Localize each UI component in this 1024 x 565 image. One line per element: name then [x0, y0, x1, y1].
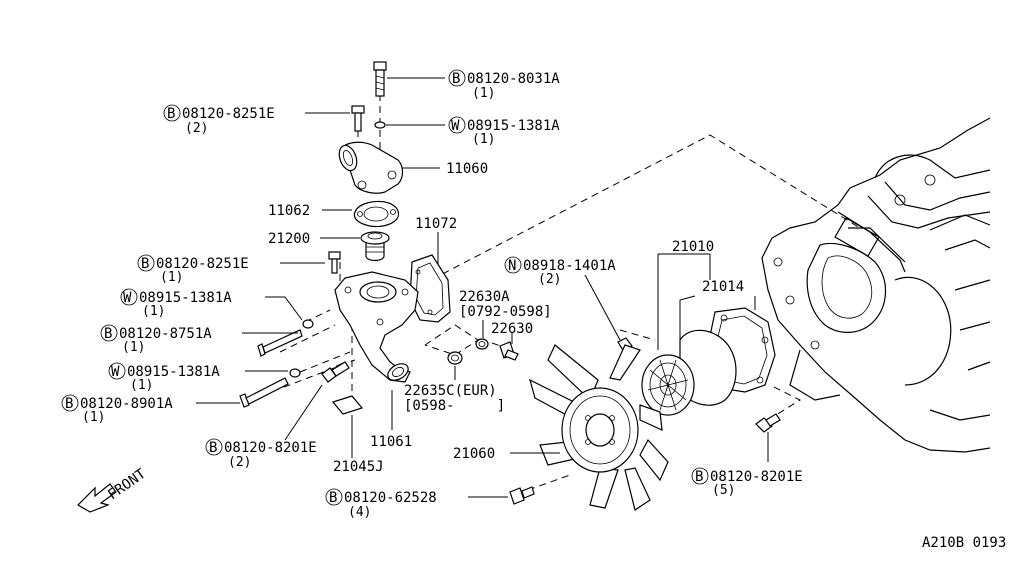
callout-c9: W 08915-1381A (1): [120, 288, 232, 319]
callout-qty: (5): [712, 483, 735, 498]
washer-top: [374, 121, 386, 129]
o-ring-22630a: [475, 338, 489, 350]
callout-part: 08915-1381A: [467, 118, 560, 134]
bolt-8751a: [257, 329, 303, 357]
callout-prefix: B: [104, 326, 112, 342]
callout-c21: 21014: [702, 279, 744, 295]
callout-prefix: B: [695, 469, 703, 485]
callout-part: 08120-62528: [344, 490, 437, 506]
callout-part: 08120-8201E: [224, 440, 317, 456]
gasket-11072: [409, 254, 451, 323]
callout-qty: (1): [472, 86, 495, 101]
callout-c11: W 08915-1381A (1): [108, 362, 220, 393]
callout-qty: (1): [130, 378, 153, 393]
gasket-11062: [353, 200, 400, 228]
callout-c10: B 08120-8751A (1): [100, 324, 212, 355]
diagram-code: A210B 0193: [922, 535, 1006, 551]
callout-c19: N 08918-1401A (2): [504, 256, 616, 287]
callout-part: 22630A: [459, 289, 510, 305]
callout-prefix: B: [329, 490, 337, 506]
callout-qty: (4): [348, 505, 371, 520]
callout-c20: 21010: [672, 239, 714, 255]
callout-part: 08915-1381A: [127, 364, 220, 380]
callout-c14: 21045J: [333, 459, 384, 475]
bolt-62528: [509, 486, 535, 505]
front-label: FRONT: [105, 466, 149, 504]
callout-c7: 21200: [268, 231, 310, 247]
callout-qty: (1): [122, 340, 145, 355]
callout-c24: B 08120-8201E (5): [691, 467, 803, 498]
callout-part: 08915-1381A: [139, 290, 232, 306]
callout-c18: 22635C(EUR) [0598- ]: [404, 383, 505, 414]
plate-21045j: [331, 395, 364, 415]
engine-block: [761, 117, 991, 453]
callout-prefix: W: [111, 364, 120, 380]
callout-prefix: B: [141, 256, 149, 272]
washer-22635c: [447, 351, 463, 365]
callout-qty: (1): [142, 304, 165, 319]
callout-qty: (1): [160, 270, 183, 285]
callout-qty: (1): [472, 132, 495, 147]
callout-part: 22635C(EUR): [404, 383, 497, 399]
callout-c16: 22630A [0792-0598]: [459, 289, 552, 320]
bolt-8251e-upper: [351, 105, 365, 132]
callout-c23: B 08120-62528 (4): [325, 488, 437, 520]
fan-21060: [529, 344, 669, 511]
callout-c13: B 08120-8201E (2): [205, 438, 317, 470]
callout-qty: [0598- ]: [404, 398, 505, 414]
callout-c6: 11072: [415, 216, 457, 232]
callout-c12: B 08120-8901A (1): [61, 394, 173, 425]
callout-qty: (1): [82, 410, 105, 425]
bolt-top: [373, 61, 387, 97]
water-pump-21010: [641, 307, 776, 416]
bolt-8251e-lower: [328, 251, 341, 274]
callout-c17: 22630: [491, 321, 533, 337]
callout-qty: (2): [538, 272, 561, 287]
callout-c2: B 08120-8251E (2): [163, 104, 275, 136]
callout-qty: [0792-0598]: [459, 304, 552, 320]
callout-c4: 11060: [446, 161, 488, 177]
bolt-8201e-left: [321, 361, 350, 383]
callout-qty: (2): [185, 121, 208, 136]
water-outlet-11060: [338, 141, 404, 194]
callout-part: 08120-8251E: [182, 106, 275, 122]
callout-prefix: B: [167, 106, 175, 122]
callout-part: 08918-1401A: [523, 258, 616, 274]
leader-lines: [196, 77, 769, 498]
callout-c8: B 08120-8251E (1): [137, 254, 249, 285]
callout-c5: 11062: [268, 203, 310, 219]
callout-part: 08120-8751A: [119, 326, 212, 342]
callout-c3: W 08915-1381A (1): [448, 116, 560, 147]
callout-c1: B 08120-8031A (1): [448, 69, 560, 101]
callout-c15: 11061: [370, 434, 412, 450]
bolt-8901a: [239, 377, 289, 408]
callout-prefix: B: [209, 440, 217, 456]
washer-2: [289, 368, 301, 378]
callouts: B 08120-8031A (1) B 08120-8251E (2) W 08…: [61, 69, 803, 520]
callout-prefix: B: [65, 396, 73, 412]
front-arrow: FRONT: [77, 466, 149, 513]
callout-qty: (2): [228, 455, 251, 470]
callout-part: 08120-8201E: [710, 469, 803, 485]
water-inlet-11061: [334, 271, 419, 383]
washer-1: [302, 319, 314, 329]
thermostat-21200: [360, 231, 390, 262]
callout-part: 08120-8031A: [467, 71, 560, 87]
bolt-8201e-right: [755, 413, 781, 433]
sensor-22630: [499, 341, 519, 361]
callout-prefix: B: [452, 71, 460, 87]
callout-prefix: N: [508, 258, 516, 274]
callout-part: 08120-8251E: [156, 256, 249, 272]
callout-prefix: W: [451, 118, 460, 134]
callout-prefix: W: [123, 290, 132, 306]
callout-part: 08120-8901A: [80, 396, 173, 412]
callout-c22: 21060: [453, 446, 495, 462]
